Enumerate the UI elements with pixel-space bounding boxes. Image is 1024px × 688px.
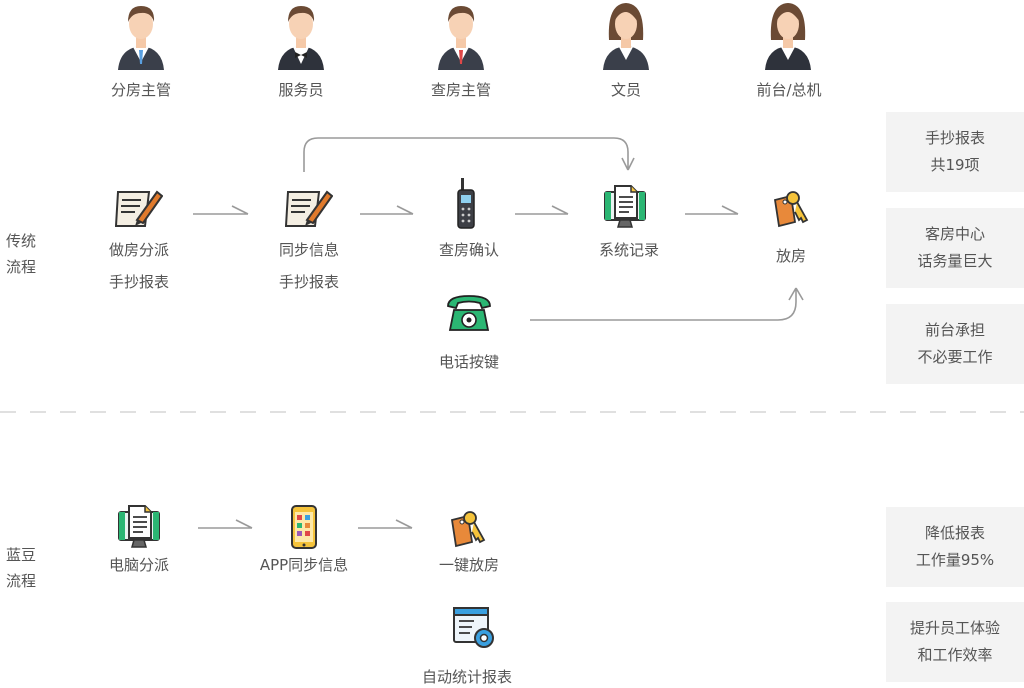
avatar-front-desk (763, 0, 813, 70)
role-label: 前台/总机 (756, 81, 822, 99)
avatar-room-assign-manager (116, 0, 166, 70)
role-label: 查房主管 (430, 81, 492, 99)
avatar-clerk (601, 0, 651, 70)
landou-flow-label: 蓝豆 流程 (6, 542, 36, 594)
summary-card: 客房中心 话务量巨大 (886, 208, 1024, 288)
card-line: 工作量95% (915, 551, 995, 569)
summary-card: 提升员工体验 和工作效率 (886, 602, 1024, 682)
card-line: 提升员工体验 (909, 619, 1000, 637)
avatar-waiter (276, 0, 326, 70)
summary-card: 降低报表 工作量95% (886, 507, 1024, 587)
arrow-4 (685, 205, 739, 215)
report-step-label: 自动统计报表 (421, 668, 513, 686)
monitor-document-icon (603, 184, 647, 230)
step-label: 同步信息 (278, 241, 340, 259)
step-label: 做房分派 (108, 241, 170, 259)
card-line: 手抄报表 (924, 129, 985, 147)
traditional-connectors (193, 137, 804, 321)
loop-arrow (303, 137, 635, 172)
step-sublabel: 手抄报表 (108, 273, 170, 291)
room-key-icon (773, 188, 811, 228)
phone-arrow (530, 287, 804, 321)
card-line: 共19项 (930, 156, 980, 174)
landou-connectors (198, 519, 413, 529)
arrow-3 (515, 205, 569, 215)
handwritten-form-icon (285, 186, 333, 230)
arrow-2 (360, 205, 414, 215)
card-line: 不必要工作 (917, 348, 993, 366)
card-line: 话务量巨大 (917, 252, 993, 270)
summary-card: 手抄报表 共19项 (886, 112, 1024, 192)
avatar-inspection-manager (436, 0, 486, 70)
step-sublabel: 手抄报表 (278, 273, 340, 291)
walkie-talkie-icon (456, 178, 476, 230)
traditional-flow-label: 传统 流程 (6, 228, 36, 280)
telephone-icon (446, 294, 492, 334)
arrow-5 (198, 519, 253, 529)
role-label: 文员 (610, 81, 642, 99)
phone-step-label: 电话按键 (438, 353, 500, 371)
card-line: 客房中心 (924, 225, 985, 243)
landou-label-line: 流程 (6, 572, 37, 590)
card-line: 降低报表 (924, 524, 985, 542)
computer-dispatch-icon (117, 504, 161, 550)
step-label: 系统记录 (598, 241, 660, 259)
card-line: 前台承担 (924, 321, 985, 339)
step-label: 查房确认 (438, 241, 500, 259)
auto-report-icon (452, 606, 496, 650)
card-line: 和工作效率 (917, 646, 993, 664)
traditional-label-line: 传统 (6, 232, 37, 250)
one-click-key-icon (450, 508, 488, 548)
role-label: 分房主管 (110, 81, 172, 99)
landou-label-line: 蓝豆 (6, 546, 37, 564)
handwritten-form-icon (115, 186, 163, 230)
step-label: APP同步信息 (259, 556, 349, 574)
role-label: 服务员 (278, 81, 324, 99)
traditional-label-line: 流程 (6, 258, 37, 276)
step-label: 电脑分派 (108, 556, 170, 574)
arrow-1 (193, 205, 249, 215)
arrow-6 (358, 519, 413, 529)
step-label: 一键放房 (438, 556, 500, 574)
summary-card: 前台承担 不必要工作 (886, 304, 1024, 384)
mobile-app-icon (290, 504, 318, 550)
step-label: 放房 (775, 247, 807, 265)
section-divider (0, 411, 1024, 413)
